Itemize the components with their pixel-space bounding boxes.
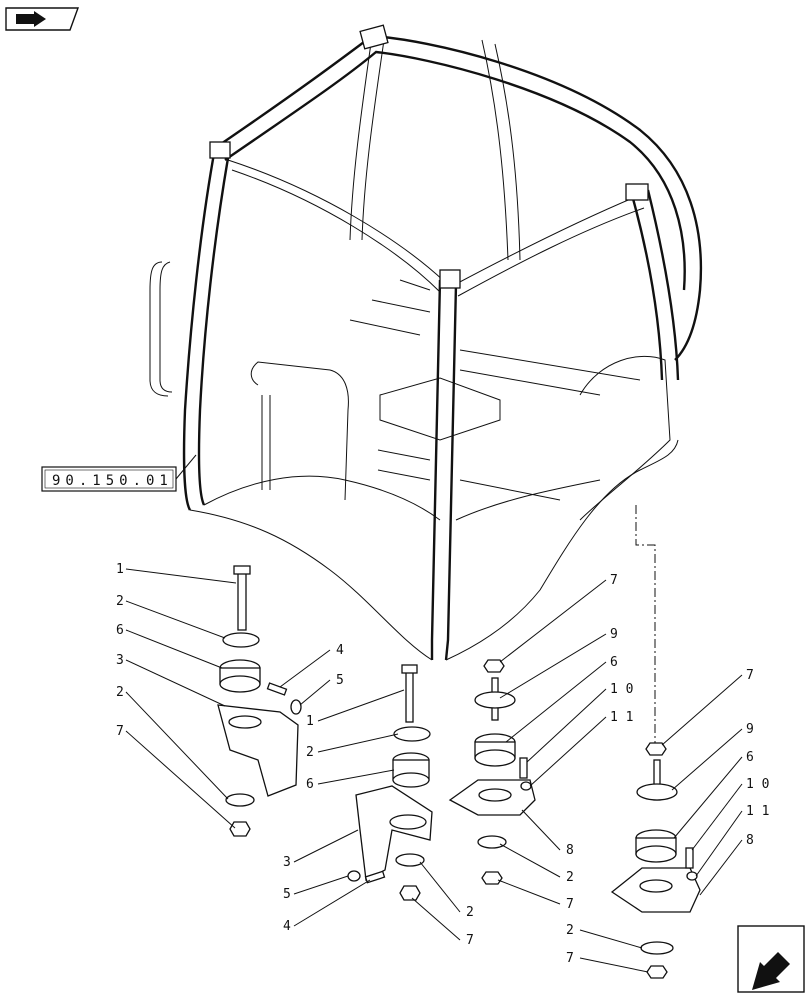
cab-frame — [149, 24, 703, 661]
callout-label: 9 — [746, 722, 754, 737]
next-page-arrow-icon[interactable] — [737, 925, 805, 993]
callout-label: 1 0 — [610, 682, 633, 697]
callout-label: 7 — [610, 573, 618, 588]
callout-label: 7 — [566, 951, 574, 966]
callout-label: 8 — [746, 833, 754, 848]
callout-label: 1 1 — [610, 710, 633, 725]
callout-labels: 1 2 6 3 2 7 4 5 1 2 6 3 5 4 2 7 7 9 6 1 … — [116, 562, 769, 966]
callout-label: 1 — [306, 714, 314, 729]
callout-label: 4 — [283, 919, 291, 934]
left-mount-group — [217, 565, 302, 837]
callout-label: 3 — [283, 855, 291, 870]
callout-label: 2 — [306, 745, 314, 760]
leader-lines — [125, 568, 743, 973]
callout-label: 3 — [116, 653, 124, 668]
callout-label: 5 — [283, 887, 291, 902]
middle-mount-group — [347, 664, 433, 901]
reference-tag-text: 90.150.01 — [52, 473, 173, 489]
callout-label: 6 — [746, 750, 754, 765]
callout-label: 7 — [566, 897, 574, 912]
callout-label: 9 — [610, 627, 618, 642]
callout-label: 6 — [116, 623, 124, 638]
callout-label: 2 — [466, 905, 474, 920]
callout-label: 2 — [116, 685, 124, 700]
callout-label: 2 — [566, 870, 574, 885]
washer-part — [222, 632, 260, 648]
callout-label: 6 — [306, 777, 314, 792]
callout-label: 5 — [336, 673, 344, 688]
callout-label: 2 — [566, 923, 574, 938]
callout-label: 1 0 — [746, 777, 769, 792]
callout-label: 6 — [610, 655, 618, 670]
previous-page-arrow-icon[interactable] — [5, 7, 79, 31]
callout-label: 2 — [116, 594, 124, 609]
callout-label: 7 — [466, 933, 474, 948]
callout-label: 4 — [336, 643, 344, 658]
callout-label: 1 — [116, 562, 124, 577]
right-mount-group-1 — [448, 659, 536, 885]
callout-label: 7 — [746, 668, 754, 683]
callout-label: 8 — [566, 843, 574, 858]
assembly-centerline — [635, 505, 656, 745]
callout-label: 7 — [116, 724, 124, 739]
bolt-part — [237, 569, 247, 631]
nut-part — [229, 821, 251, 837]
reference-tag[interactable]: 90.150.01 — [41, 454, 197, 492]
right-mount-group-2 — [610, 742, 701, 979]
callout-label: 1 1 — [746, 804, 769, 819]
